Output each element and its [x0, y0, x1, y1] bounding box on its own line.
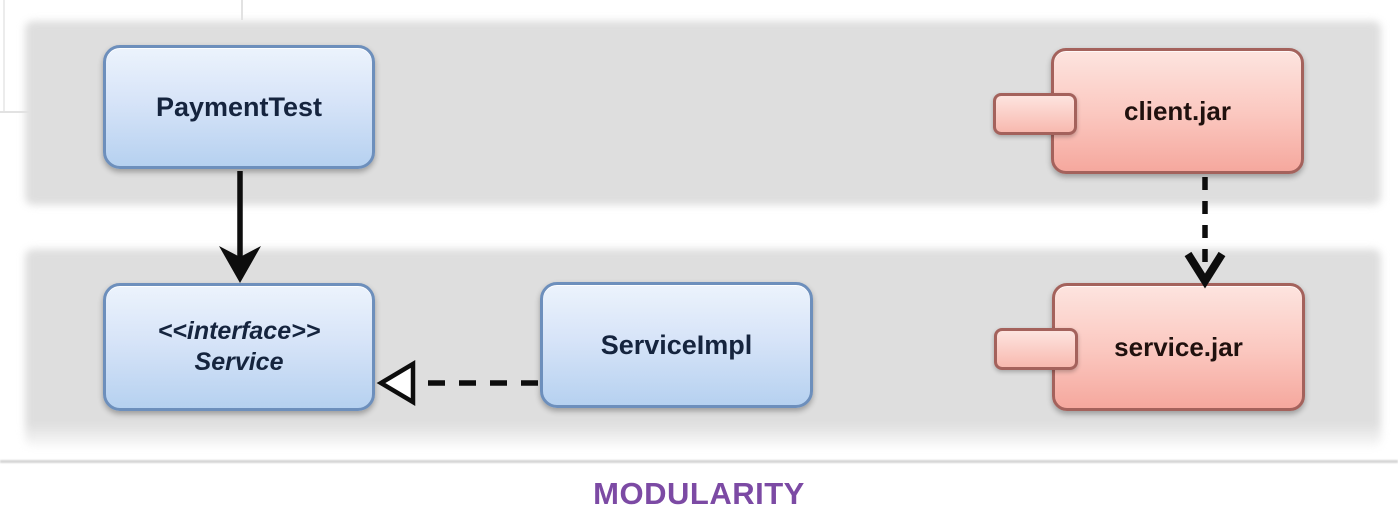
divider-rule [0, 460, 1398, 463]
class-node-paymenttest: PaymentTest [103, 45, 375, 169]
interface-node-service: <<interface>> Service [103, 283, 375, 411]
frame-artifact-line [0, 111, 30, 113]
frame-artifact-line [3, 0, 5, 112]
diagram-title: MODULARITY [593, 476, 805, 511]
component-node-clientjar: client.jar [993, 48, 1304, 174]
component-port-tab [993, 93, 1077, 135]
component-label: client.jar [1124, 95, 1231, 126]
class-label: ServiceImpl [600, 329, 753, 360]
interface-stereotype: <<interface>> [157, 316, 321, 345]
component-label: service.jar [1114, 331, 1243, 362]
component-port-tab [994, 328, 1078, 370]
class-label: PaymentTest [155, 91, 323, 122]
component-node-servicejar: service.jar [994, 283, 1305, 411]
frame-artifact-line [241, 0, 243, 20]
class-node-serviceimpl: ServiceImpl [540, 282, 813, 408]
interface-label: Service [194, 348, 284, 376]
